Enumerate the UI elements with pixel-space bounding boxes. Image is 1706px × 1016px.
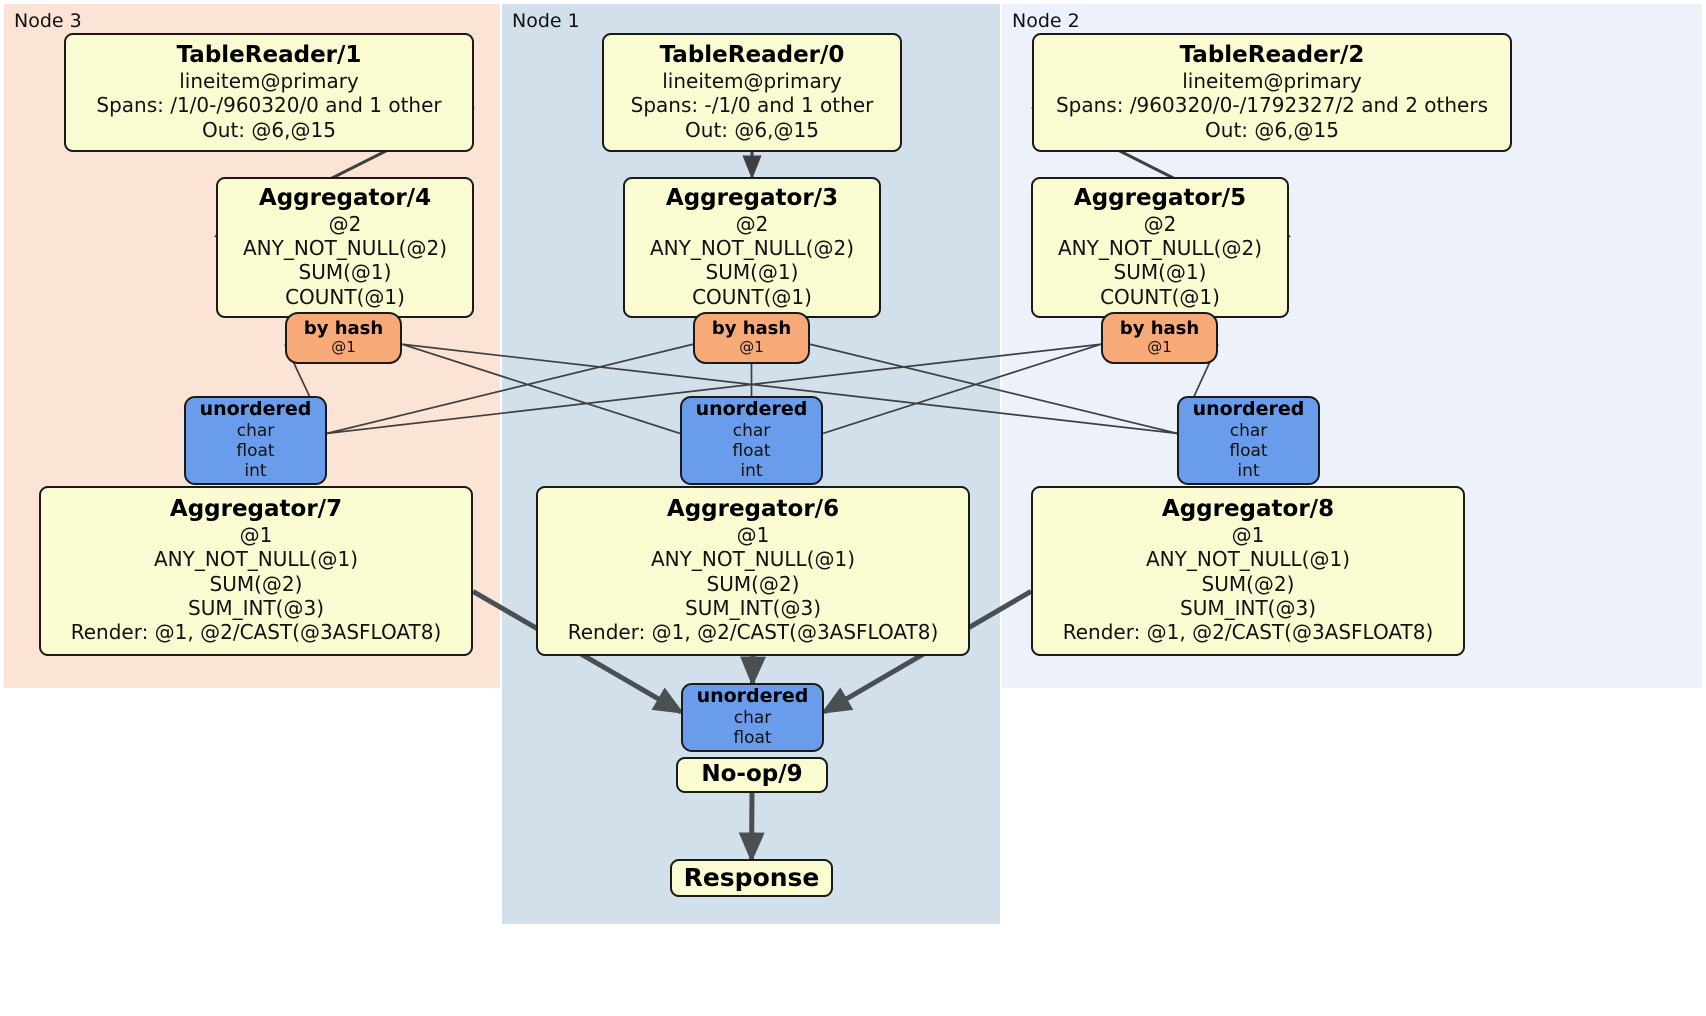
plan-node-title: unordered <box>199 398 312 421</box>
plan-node-title: unordered <box>1192 398 1305 421</box>
plan-node-detail: @2 <box>328 211 362 236</box>
plan-node-title: Aggregator/5 <box>1073 184 1247 211</box>
plan-node-detail: float <box>732 440 771 461</box>
plan-node-hash5[interactable]: by hash@1 <box>1101 312 1218 364</box>
plan-node-detail: Spans: /1/0-/960320/0 and 1 other <box>96 93 442 118</box>
plan-node-title: Aggregator/8 <box>1161 496 1335 523</box>
plan-node-detail: COUNT(@1) <box>692 284 812 309</box>
plan-node-detail: @1 <box>239 522 273 547</box>
plan-node-detail: Out: @6,@15 <box>1205 117 1339 142</box>
plan-node-detail: SUM(@1) <box>298 260 392 285</box>
plan-node-detail: ANY_NOT_NULL(@1) <box>154 547 358 572</box>
plan-node-detail: SUM(@2) <box>1201 571 1295 596</box>
plan-node-detail: lineitem@primary <box>662 68 842 93</box>
plan-node-detail: int <box>1237 461 1260 482</box>
plan-node-detail: ANY_NOT_NULL(@1) <box>651 547 855 572</box>
plan-node-detail: Render: @1, @2/CAST(@3ASFLOAT8) <box>1062 620 1434 645</box>
plan-node-detail: @1 <box>736 522 770 547</box>
panel-label-node1: Node 1 <box>512 10 580 32</box>
plan-node-detail: Render: @1, @2/CAST(@3ASFLOAT8) <box>70 620 442 645</box>
plan-node-detail: char <box>1229 420 1268 441</box>
plan-node-detail: int <box>740 461 763 482</box>
plan-node-detail: char <box>732 420 771 441</box>
plan-node-detail: @2 <box>1143 211 1177 236</box>
panel-label-node2: Node 2 <box>1012 10 1080 32</box>
plan-node-noop9[interactable]: No-op/9 <box>676 757 828 793</box>
plan-node-title: by hash <box>1119 318 1200 340</box>
plan-node-detail: float <box>1229 440 1268 461</box>
plan-node-detail: Spans: -/1/0 and 1 other <box>630 93 874 118</box>
plan-node-title: No-op/9 <box>701 761 803 788</box>
plan-node-title: Response <box>683 863 820 892</box>
plan-node-hash3[interactable]: by hash@1 <box>693 312 810 364</box>
plan-node-detail: float <box>236 440 275 461</box>
plan-node-title: Aggregator/3 <box>665 184 839 211</box>
plan-node-detail: ANY_NOT_NULL(@2) <box>1058 235 1262 260</box>
panel-label-node3: Node 3 <box>14 10 82 32</box>
plan-node-detail: @2 <box>735 211 769 236</box>
plan-node-detail: char <box>733 707 772 728</box>
plan-node-detail: SUM_INT(@3) <box>685 596 821 621</box>
plan-node-detail: int <box>244 461 267 482</box>
plan-node-detail: lineitem@primary <box>1182 68 1362 93</box>
plan-node-detail: ANY_NOT_NULL(@1) <box>1146 547 1350 572</box>
plan-node-detail: @1 <box>331 338 356 357</box>
plan-node-detail: @1 <box>1231 522 1265 547</box>
plan-node-detail: SUM(@1) <box>1113 260 1207 285</box>
plan-node-title: TableReader/2 <box>1179 42 1365 69</box>
plan-node-title: by hash <box>303 318 384 340</box>
plan-node-hash4[interactable]: by hash@1 <box>285 312 402 364</box>
plan-node-detail: SUM(@1) <box>705 260 799 285</box>
plan-node-title: by hash <box>711 318 792 340</box>
plan-node-detail: SUM_INT(@3) <box>1180 596 1316 621</box>
plan-node-title: Aggregator/4 <box>258 184 432 211</box>
plan-node-detail: SUM_INT(@3) <box>188 596 324 621</box>
plan-node-detail: SUM(@2) <box>706 571 800 596</box>
plan-node-detail: COUNT(@1) <box>1100 284 1220 309</box>
plan-node-detail: lineitem@primary <box>179 68 359 93</box>
plan-node-title: Aggregator/7 <box>169 496 343 523</box>
plan-node-title: Aggregator/6 <box>666 496 840 523</box>
plan-node-response[interactable]: Response <box>670 859 833 897</box>
plan-node-detail: @1 <box>739 338 764 357</box>
plan-node-title: unordered <box>695 398 808 421</box>
plan-node-title: TableReader/0 <box>659 42 845 69</box>
plan-node-detail: float <box>733 728 772 749</box>
plan-node-title: unordered <box>696 685 809 708</box>
plan-node-detail: COUNT(@1) <box>285 284 405 309</box>
plan-node-detail: char <box>236 420 275 441</box>
plan-node-detail: Render: @1, @2/CAST(@3ASFLOAT8) <box>567 620 939 645</box>
plan-node-detail: @1 <box>1147 338 1172 357</box>
plan-node-title: TableReader/1 <box>176 42 362 69</box>
plan-node-detail: Out: @6,@15 <box>685 117 819 142</box>
plan-node-detail: Out: @6,@15 <box>202 117 336 142</box>
plan-node-detail: SUM(@2) <box>209 571 303 596</box>
plan-node-detail: ANY_NOT_NULL(@2) <box>243 235 447 260</box>
plan-node-detail: ANY_NOT_NULL(@2) <box>650 235 854 260</box>
plan-node-detail: Spans: /960320/0-/1792327/2 and 2 others <box>1055 93 1488 118</box>
